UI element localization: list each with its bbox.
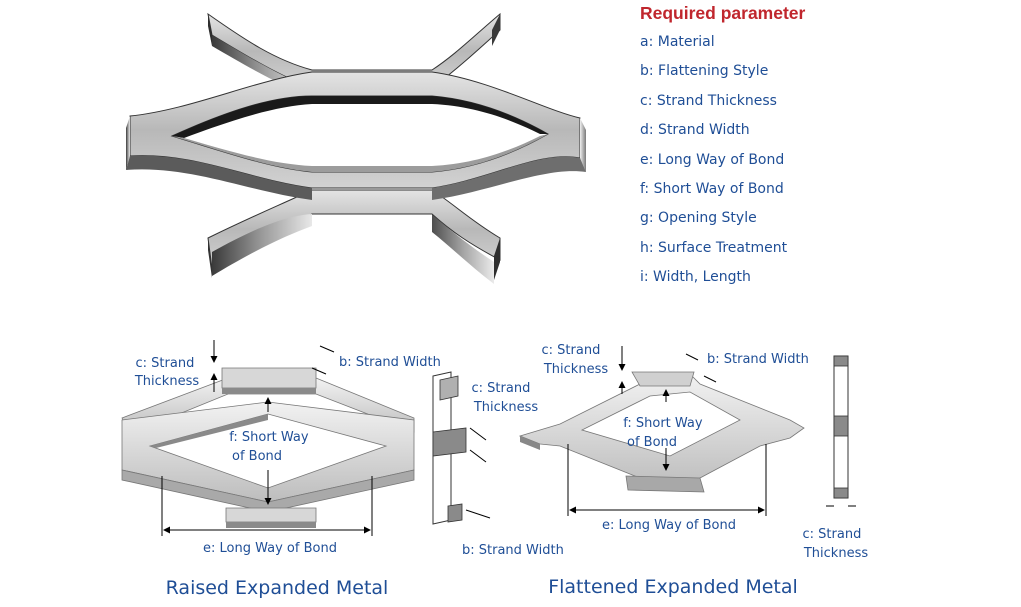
flattened-caption: Flattened Expanded Metal [548, 576, 798, 598]
parameter-item: d: Strand Width [640, 122, 750, 139]
raised-short-way-label: f: Short Way of Bond [229, 430, 312, 464]
raised-thickness-label: c: Strand Thickness [134, 356, 199, 389]
parameters-list: a: Material b: Flattening Style c: Stran… [640, 31, 787, 296]
parameter-item: g: Opening Style [640, 210, 757, 227]
parameter-item: c: Strand Thickness [640, 92, 777, 109]
flattened-side-thickness-label: c: Strand Thickness [803, 527, 869, 561]
flattened-strand-width-label: b: Strand Width [707, 352, 809, 367]
raised-side-thickness-label: c: Strand Thickness [472, 381, 539, 415]
raised-mesh-illustration [121, 367, 415, 528]
flattened-long-way-label: e: Long Way of Bond [602, 518, 736, 533]
flattened-mesh-illustration [518, 371, 805, 493]
parameter-item: h: Surface Treatment [640, 239, 788, 256]
raised-side-width-label: b: Strand Width [462, 543, 564, 558]
raised-side-profile [432, 371, 467, 525]
parameter-item: e: Long Way of Bond [640, 151, 785, 168]
flattened-short-way-label: f: Short Way of Bond [623, 416, 706, 450]
raised-long-way-label: e: Long Way of Bond [203, 541, 337, 556]
parameter-item: b: Flattening Style [640, 63, 769, 80]
raised-strand-width-label: b: Strand Width [339, 355, 441, 370]
raised-dimension-lines [161, 340, 491, 536]
flattened-side-profile [833, 355, 849, 499]
raised-caption: Raised Expanded Metal [166, 577, 389, 599]
parameter-item: a: Material [640, 34, 715, 50]
parameters-heading: Required parameter [640, 3, 806, 23]
large-mesh-illustration [126, 12, 586, 284]
flattened-thickness-label: c: Strand Thickness [542, 343, 609, 377]
parameter-item: i: Width, Length [640, 269, 751, 286]
parameter-item: f: Short Way of Bond [640, 180, 784, 197]
flattened-dimension-lines [567, 346, 856, 516]
